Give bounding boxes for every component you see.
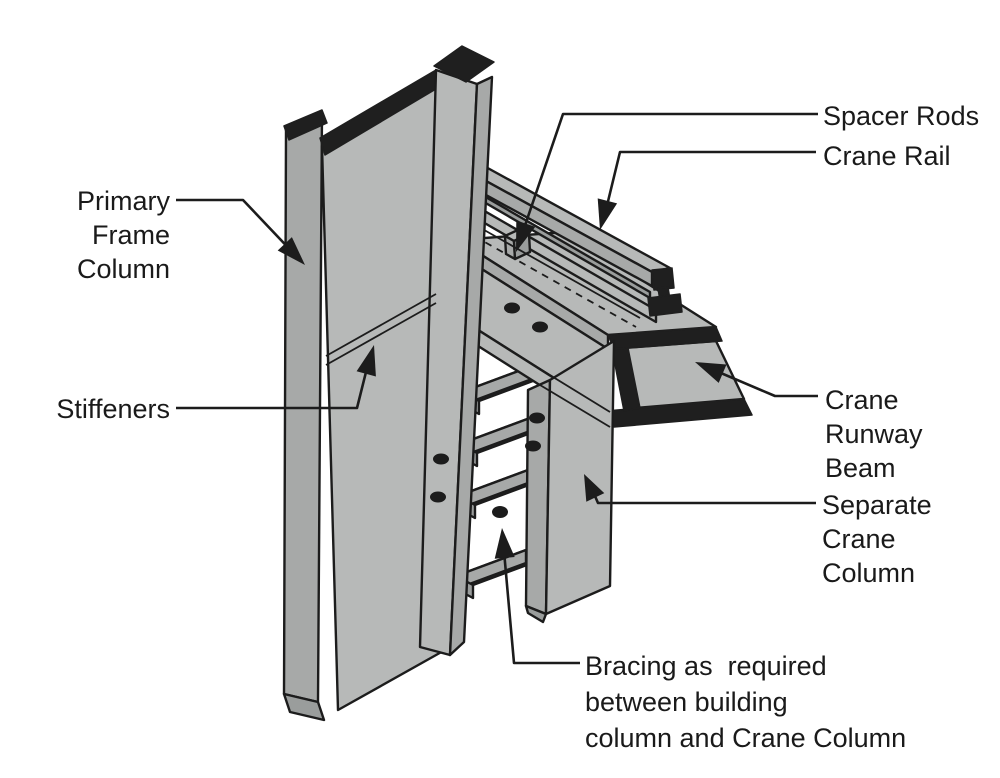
label-separate-crane-column: Separate Crane Column bbox=[822, 490, 932, 588]
arrow-primary-frame-column bbox=[277, 237, 305, 265]
label-primary-frame-column: Primary Frame Column bbox=[76, 186, 170, 284]
label-crane-rail: Crane Rail bbox=[823, 141, 951, 171]
spacer-rods bbox=[469, 221, 641, 328]
crane-rail bbox=[460, 164, 683, 324]
label-crane-runway-beam: Crane Runway Beam bbox=[825, 385, 923, 483]
arrow-crane-runway-beam bbox=[695, 362, 727, 383]
label-stiffeners: Stiffeners bbox=[56, 394, 170, 424]
label-bracing: Bracing as required between building col… bbox=[585, 651, 907, 753]
arrow-separate-crane-column bbox=[584, 474, 605, 502]
arrow-stiffeners bbox=[356, 345, 376, 377]
bracing-bolt bbox=[492, 506, 508, 518]
stiffener-lines bbox=[325, 293, 437, 366]
arrow-spacer-rods bbox=[516, 220, 536, 252]
arrow-crane-rail bbox=[597, 198, 618, 230]
separate-crane-column bbox=[524, 339, 616, 624]
arrow-bracing bbox=[494, 528, 515, 559]
primary-frame-column bbox=[282, 45, 495, 722]
leader-lines bbox=[176, 112, 818, 665]
crane-runway-beam bbox=[454, 164, 753, 429]
label-spacer-rods: Spacer Rods bbox=[823, 101, 980, 131]
